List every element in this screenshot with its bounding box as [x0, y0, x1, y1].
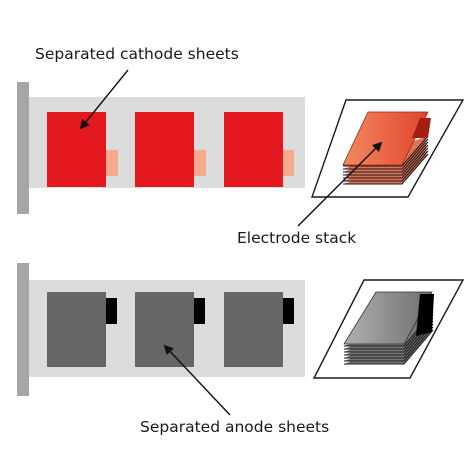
cathode-stack-top-face: [342, 111, 429, 166]
anode-electrode-stack: [312, 279, 465, 379]
label-separated-cathode-sheets: Separated cathode sheets: [35, 45, 239, 63]
anode-tab-3: [281, 298, 294, 324]
label-separated-anode-sheets: Separated anode sheets: [140, 418, 329, 436]
anode-sheet-3: [224, 292, 283, 367]
arrow-electrode-stack: [297, 141, 383, 227]
cathode-row: [17, 82, 305, 214]
cathode-tab-2: [192, 150, 206, 176]
arrow-anode-sheets: [163, 344, 231, 416]
anode-rail: [17, 263, 29, 396]
cathode-tab-1: [104, 150, 118, 176]
anode-stack-top-face: [343, 291, 433, 345]
cathode-rail: [17, 82, 29, 214]
anode-tab-1: [103, 298, 117, 324]
cathode-sheet-3: [224, 112, 283, 187]
anode-stack-tab: [416, 294, 434, 336]
anode-sheet-1: [47, 292, 106, 367]
cathode-tab-3: [281, 150, 294, 176]
cathode-sheet-2: [135, 112, 194, 187]
label-electrode-stack: Electrode stack: [237, 229, 356, 247]
anode-sheet-2: [135, 292, 194, 367]
arrow-cathode-sheets: [79, 69, 129, 130]
cathode-electrode-stack: [311, 99, 465, 198]
cathode-stack-tab: [412, 118, 431, 138]
cathode-sheet-1: [47, 112, 106, 187]
anode-row: [17, 263, 305, 396]
anode-tab-2: [192, 298, 205, 324]
